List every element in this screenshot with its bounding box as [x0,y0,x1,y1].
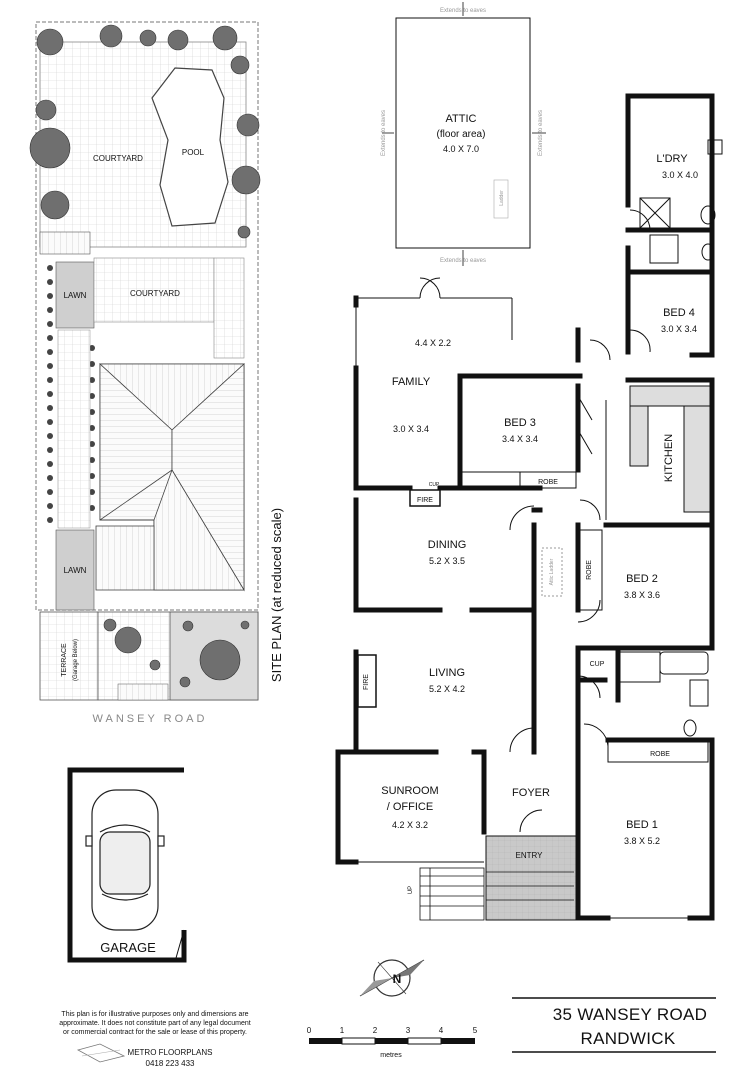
room-labels: L'DRY 3.0 X 4.0 BED 4 3.0 X 3.4 4.4 X 2.… [363,153,698,894]
garage-label: GARAGE [100,940,156,955]
bed2-dims: 3.8 X 3.6 [624,590,660,600]
bed1-dims: 3.8 X 5.2 [624,836,660,846]
family-cup: CUP [429,482,440,488]
attic-ladder-label: Ladder [499,190,505,206]
kitchen-name: KITCHEN [663,434,675,482]
bed2-robe: ROBE [586,560,593,580]
site-terrace-sub-label: (Garage Below) [73,639,79,681]
site-plan-title: SITE PLAN (at reduced scale) [269,508,284,682]
site-terrace-label: TERRACE [61,643,68,677]
hedge-icons [47,265,95,523]
sunroom-name-2: / OFFICE [387,801,433,813]
disclaimer-line-1: This plan is for illustrative purposes o… [61,1011,248,1018]
scale-tick-3: 3 [406,1026,411,1035]
bed4-name: BED 4 [663,307,695,319]
brand-logo: METRO FLOORPLANS 0418 223 433 [76,1043,213,1068]
address-line-1: 35 WANSEY ROAD [553,1005,707,1024]
scale-bar: 0 1 2 3 4 5 metres [307,1026,478,1059]
compass-north-letter: N [393,972,402,986]
living-fire: FIRE [363,674,370,690]
scale-tick-5: 5 [473,1026,478,1035]
site-lawn-top-label: LAWN [64,291,87,300]
attic: Extends to eaves Extends to eaves Extend… [381,2,546,266]
attic-eaves-top: Extends to eaves [440,8,486,14]
scale-unit: metres [380,1052,402,1059]
disclaimer-line-2: approximate. It does not constitute part… [59,1020,251,1027]
entry-area [485,835,577,921]
scale-tick-0: 0 [307,1026,312,1035]
brand-name: METRO FLOORPLANS [128,1048,213,1057]
foyer-name: FOYER [512,787,550,799]
scale-tick-4: 4 [439,1026,444,1035]
family-extension-dims: 4.4 X 2.2 [415,338,451,348]
dining-dims: 5.2 X 3.5 [429,556,465,566]
site-courtyard-top-label: COURTYARD [93,154,143,163]
bed3-dims: 3.4 X 3.4 [502,434,538,444]
address-block: 35 WANSEY ROAD RANDWICK [512,997,716,1053]
sunroom-dims: 4.2 X 3.2 [392,820,428,830]
attic-label: ATTIC [446,113,477,125]
car-icon [85,789,165,931]
tree-icons [29,24,261,239]
attic-sub-label: (floor area) [437,129,486,140]
attic-eaves-left: Extends to eaves [381,110,387,156]
site-pool-label: POOL [182,148,205,157]
site-lawn-bottom-label: LAWN [64,566,87,575]
floorplan-walls [335,93,715,921]
front-steps [419,867,574,921]
ldry-name: L'DRY [656,153,688,165]
bed4-dims: 3.0 X 3.4 [661,324,697,334]
bed1-name: BED 1 [626,819,658,831]
bed2-name: BED 2 [626,573,658,585]
dining-name: DINING [428,539,467,551]
bed3-name: BED 3 [504,417,536,429]
stairs-up-label: UP [408,886,414,894]
living-name: LIVING [429,667,465,679]
attic-ladder-note: Attic Ladder [549,558,555,585]
site-courtyard-mid-label: COURTYARD [130,289,180,298]
cupboard-label: CUP [590,661,605,668]
north-compass-icon: N [359,959,425,997]
garage: GARAGE [67,767,187,963]
house-roof [95,363,246,592]
attic-dims: 4.0 X 7.0 [443,144,479,154]
brand-phone: 0418 223 433 [146,1059,195,1068]
family-dims: 3.0 X 3.4 [393,424,429,434]
bed1-robe: ROBE [650,751,670,758]
bed3-robe: ROBE [538,479,558,486]
family-name: FAMILY [392,376,431,388]
pool-shape [151,67,229,227]
ldry-dims: 3.0 X 4.0 [662,170,698,180]
floorplan-details [335,139,723,919]
attic-eaves-right: Extends to eaves [538,110,544,156]
dining-fire: FIRE [417,497,433,504]
attic-eaves-bottom: Extends to eaves [440,258,486,264]
sunroom-name: SUNROOM [381,785,438,797]
scale-tick-1: 1 [340,1026,345,1035]
disclaimer: This plan is for illustrative purposes o… [59,1011,251,1036]
disclaimer-line-3: or commercial contract for the sale or l… [63,1029,247,1036]
address-line-2: RANDWICK [581,1029,676,1048]
street-name: WANSEY ROAD [93,713,208,725]
living-dims: 5.2 X 4.2 [429,684,465,694]
entry-label: ENTRY [516,851,544,860]
scale-tick-2: 2 [373,1026,378,1035]
site-plan: COURTYARD POOL LAWN COURTYARD LAWN TERRA… [29,21,284,725]
